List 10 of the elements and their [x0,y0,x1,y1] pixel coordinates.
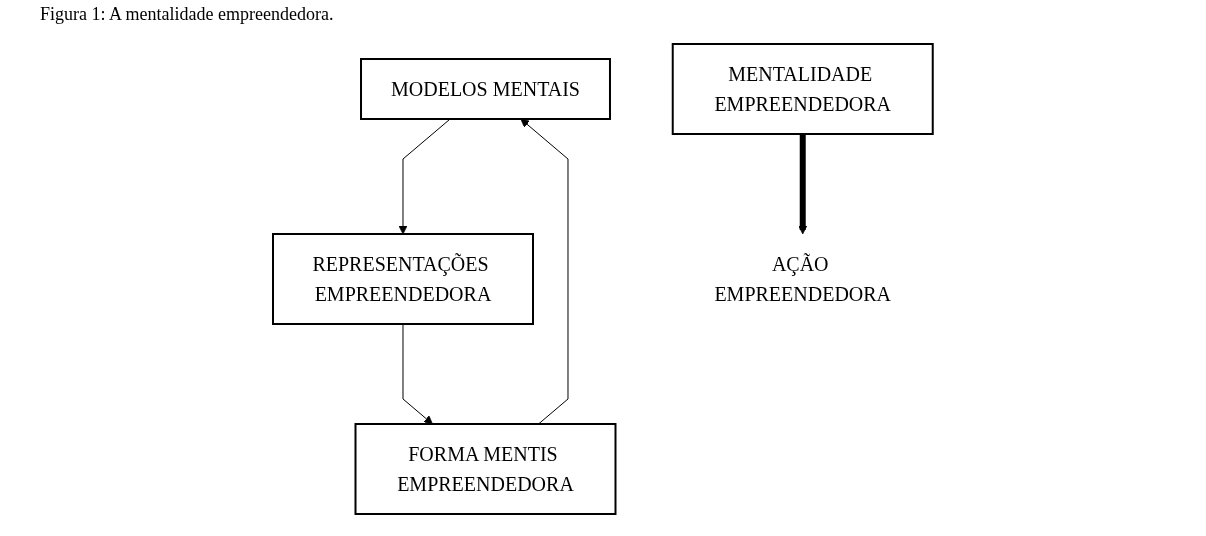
node-box: FORMA MENTIS EMPREENDEDORA [354,423,617,515]
arrow [520,118,569,425]
node-box: REPRESENTAÇÕES EMPREENDEDORA [272,233,535,325]
node-box: MENTALIDADE EMPREENDEDORA [671,43,934,135]
node-text: AÇÃO EMPREENDEDORA [714,253,892,305]
figure-title: Figura 1: A mentalidade empreendedora. [39,3,335,26]
arrow [402,323,433,425]
arrow [798,134,808,235]
node-box: MODELOS MENTAIS [360,58,612,120]
arrow [398,118,451,235]
